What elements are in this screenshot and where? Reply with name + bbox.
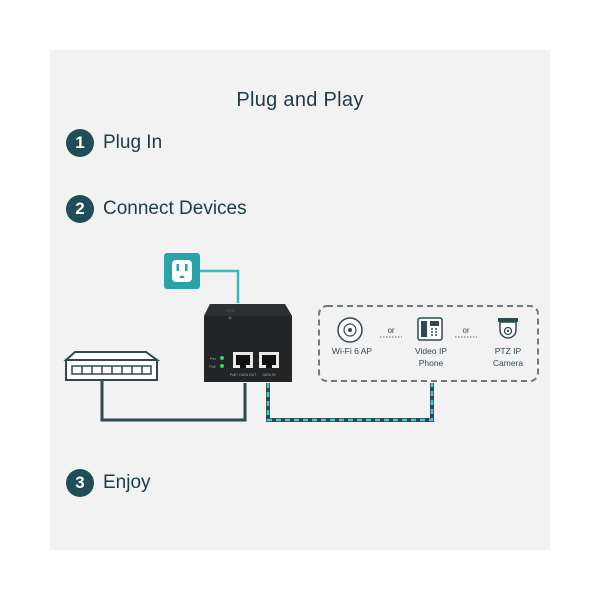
ptz-camera-icon [498,318,518,339]
device-label: Camera [493,358,524,368]
page-title: Plug and Play [236,89,364,111]
device-label: PTZ IP [495,346,522,356]
step-3: 3 Enjoy [66,469,151,497]
step-1: 1 Plug In [66,129,162,157]
power-outlet-icon [164,253,200,289]
step-number-badge: 2 [66,195,94,223]
separator-label: or [462,326,469,335]
port-label: PoE+ DATA OUT [230,373,257,377]
led-indicator-icon [220,364,224,368]
background-panel [50,50,550,550]
step-2: 2 Connect Devices [66,195,247,223]
ethernet-cable-in [100,380,247,422]
power-cable [200,269,240,303]
access-point-icon [337,317,363,343]
device-label: Phone [419,358,444,368]
step-label: Enjoy [103,472,151,493]
ethernet-port-icon [233,352,253,368]
step-number-badge: 3 [66,469,94,497]
ethernet-port-icon [259,352,279,368]
device-label: Wi-Fi 6 AP [332,346,372,356]
led-label: Pwr [210,357,217,361]
led-label: PoE [209,365,216,369]
separator-label: or [387,326,394,335]
ip-phone-icon [417,317,443,341]
network-switch-icon [63,351,161,381]
step-number-badge: 1 [66,129,94,157]
poe-cable-out [266,383,434,422]
port-label: DATA IN [262,373,276,377]
step-label: Plug In [103,132,163,153]
devices-group-box [318,305,539,382]
step-label: Connect Devices [103,198,247,219]
led-indicator-icon [220,356,224,360]
poe-injector: Pwr PoE PoE+ DATA OUT DATA IN [204,304,292,382]
device-label: Video IP [415,346,447,356]
